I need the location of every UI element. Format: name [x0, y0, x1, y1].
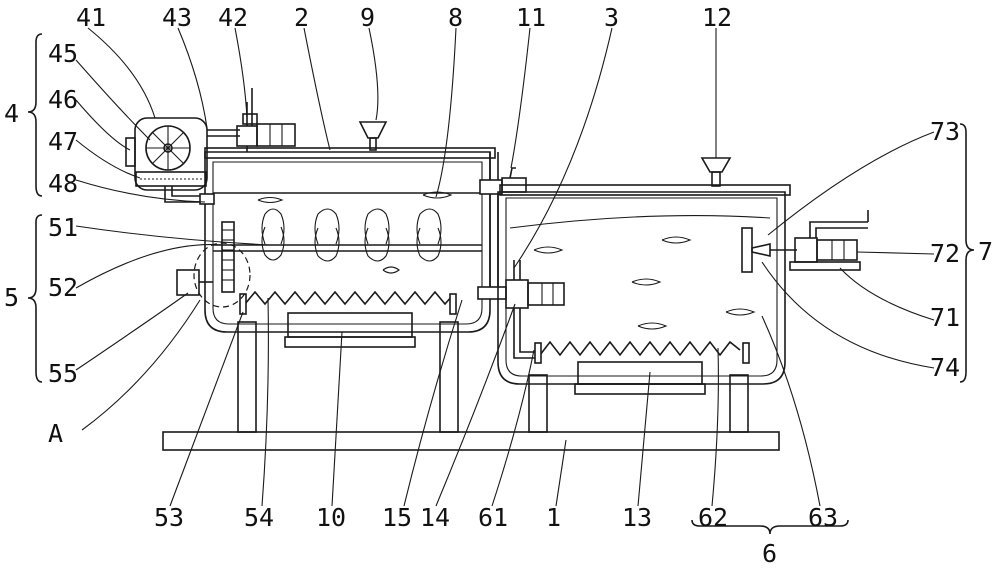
label-9: 9 [360, 3, 375, 32]
label-52: 52 [48, 273, 78, 302]
label-13: 13 [622, 503, 652, 532]
heating-coil-left [244, 290, 453, 306]
connector-pipe [477, 152, 565, 359]
pump [505, 279, 529, 309]
leg [439, 321, 459, 433]
label-15: 15 [382, 503, 412, 532]
label-a: A [48, 419, 63, 448]
leg [528, 374, 548, 433]
label-11: 11 [516, 3, 546, 32]
base-frame [162, 321, 780, 451]
motor [176, 269, 200, 296]
base-plate [162, 431, 780, 451]
label-62: 62 [698, 503, 728, 532]
label-63: 63 [808, 503, 838, 532]
cylinder [256, 123, 296, 147]
label-10: 10 [316, 503, 346, 532]
leg [237, 321, 257, 433]
label-3: 3 [604, 3, 619, 32]
scraper-plate [741, 227, 753, 273]
label-41: 41 [76, 3, 106, 32]
label-2: 2 [294, 3, 309, 32]
heating-coil-right [539, 340, 741, 357]
leader-lines [75, 27, 935, 507]
label-7: 7 [978, 237, 993, 266]
brace-7 [959, 123, 975, 383]
label-6: 6 [762, 539, 777, 568]
heater-block-left [287, 312, 413, 338]
filter-layer [135, 171, 207, 187]
label-74: 74 [930, 353, 960, 382]
side-plate [125, 137, 136, 167]
label-72: 72 [930, 239, 960, 268]
brace-5 [27, 214, 43, 383]
label-54: 54 [244, 503, 274, 532]
label-5: 5 [4, 283, 19, 312]
heater-block-right [577, 361, 703, 385]
brace-6 [691, 519, 849, 535]
left-lid [204, 147, 496, 159]
label-14: 14 [420, 503, 450, 532]
left-tank [176, 121, 496, 348]
label-55: 55 [48, 359, 78, 388]
label-51: 51 [48, 213, 78, 242]
label-12: 12 [702, 3, 732, 32]
label-53: 53 [154, 503, 184, 532]
label-42: 42 [218, 3, 248, 32]
right-tank [497, 157, 869, 395]
label-61: 61 [478, 503, 508, 532]
feed-hopper-right [700, 157, 732, 173]
right-lid [499, 184, 791, 196]
label-4: 4 [4, 99, 19, 128]
mount-71 [789, 261, 861, 271]
cylinder-72 [794, 237, 818, 263]
pump-cylinder [527, 282, 565, 306]
feed-hopper-left [358, 121, 388, 139]
leg [729, 374, 749, 433]
label-46: 46 [48, 85, 78, 114]
label-8: 8 [448, 3, 463, 32]
label-1: 1 [546, 503, 561, 532]
label-45: 45 [48, 39, 78, 68]
label-43: 43 [162, 3, 192, 32]
label-71: 71 [930, 303, 960, 332]
label-73: 73 [930, 117, 960, 146]
detail-circle-a [193, 242, 251, 308]
reference-labels: 41 43 42 2 9 8 11 3 12 45 4 46 47 48 73 … [4, 3, 993, 568]
label-47: 47 [48, 127, 78, 156]
air-treatment-unit [125, 88, 296, 205]
braces [27, 33, 975, 535]
gear [221, 221, 235, 293]
brace-4 [27, 33, 43, 197]
label-48: 48 [48, 169, 78, 198]
